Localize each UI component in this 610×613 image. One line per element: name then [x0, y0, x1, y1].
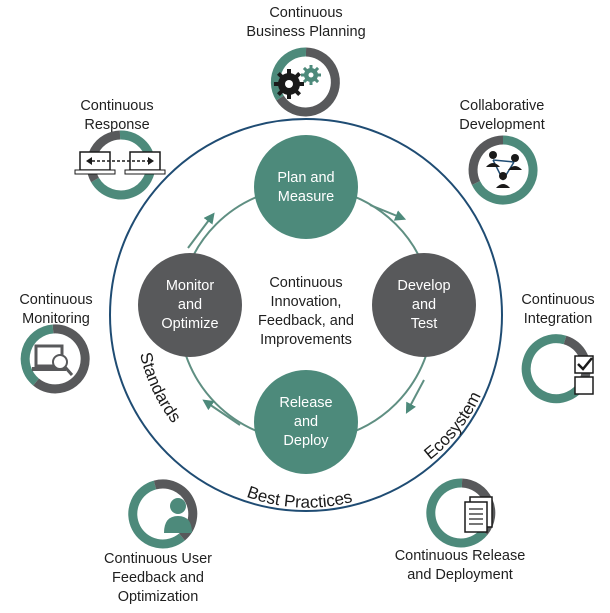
arrow-plan-to-develop — [369, 204, 407, 221]
center-line: Feedback, and — [258, 313, 354, 329]
node-plan-measure — [254, 135, 358, 239]
documents-icon — [426, 478, 496, 548]
arrow-release-to-monitor — [202, 399, 241, 426]
node-monitor-optimize — [138, 253, 242, 357]
center-line: Innovation, — [270, 294, 342, 310]
arrow-develop-to-release — [405, 379, 425, 414]
label-user-feedback: Continuous User Feedback and Optimizatio… — [104, 551, 212, 605]
label-continuous-integration: Continuous Integration — [521, 292, 595, 327]
arrow-monitor-to-plan — [187, 212, 215, 249]
node-release-deploy-label: Release and Deploy — [279, 395, 333, 449]
node-monitor-optimize-label: Monitor and Optimize — [161, 278, 219, 332]
label-business-planning: Continuous Business Planning — [246, 5, 366, 40]
node-plan-measure-label: Plan and Measure — [277, 170, 335, 205]
label-release-deployment: Continuous Release and Deployment — [394, 548, 526, 583]
checklist-icon — [521, 334, 594, 404]
ring-label-best-practices: Best Practices — [245, 482, 354, 511]
outer-ring — [109, 118, 503, 512]
computers-exchange-icon — [74, 130, 166, 200]
center-text: Continuous Innovation, Feedback, and Imp… — [240, 274, 372, 350]
cycle-arrows — [187, 204, 425, 426]
people-network-icon — [468, 135, 538, 205]
monitor-magnifier-icon — [20, 324, 90, 394]
center-line: Continuous — [269, 275, 343, 291]
label-collaborative-development: Collaborative Development — [459, 98, 545, 133]
gears-icon — [270, 47, 340, 117]
node-develop-test-label: Develop and Test — [397, 278, 451, 332]
node-develop-test — [372, 253, 476, 357]
node-release-deploy — [254, 370, 358, 474]
label-continuous-response: Continuous Response — [80, 98, 154, 133]
ring-label-standards: Standards — [136, 350, 185, 426]
ring-label-ecosystem: Ecosystem — [420, 389, 484, 464]
center-line: Improvements — [260, 332, 352, 348]
user-icon — [128, 479, 198, 549]
label-continuous-monitoring: Continuous Monitoring — [19, 292, 93, 327]
